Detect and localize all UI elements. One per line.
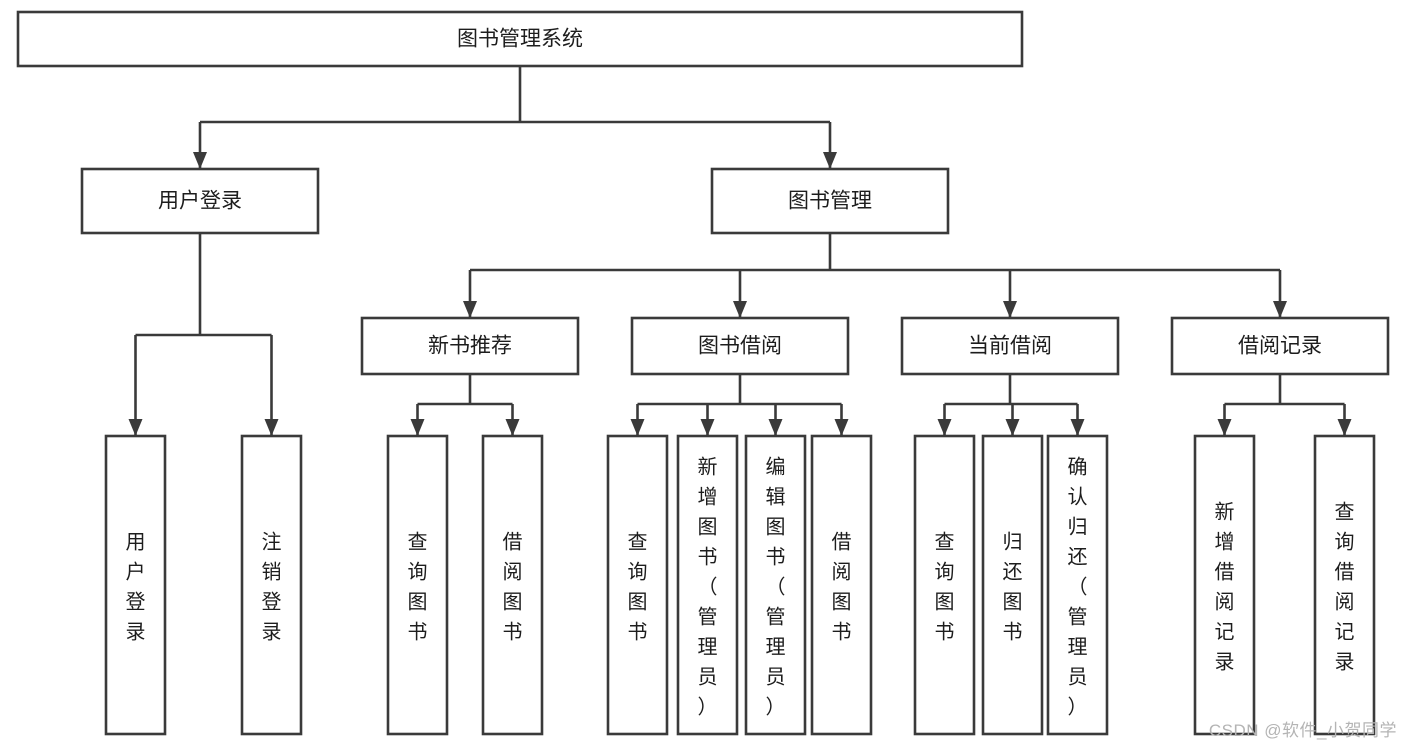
node-leaf-logout-login[interactable]: 注销登录 [240,434,303,736]
connector-arrowhead [768,419,783,436]
connector-arrowhead [1273,301,1287,318]
node-label: 查询图书 [935,530,955,643]
connector-arrowhead [1003,301,1017,318]
node-box[interactable] [810,434,873,736]
node-box[interactable] [676,434,739,736]
node-leaf-query-book-1[interactable]: 查询图书 [386,434,449,736]
node-box[interactable] [240,434,303,736]
connector-arrowhead [1070,419,1085,436]
node-box[interactable] [981,434,1044,736]
node-box[interactable] [386,434,449,736]
node-box[interactable] [1046,434,1109,736]
node-box[interactable] [630,316,850,376]
node-leaf-query-book-2[interactable]: 查询图书 [606,434,669,736]
node-user-login[interactable]: 用户登录 [80,167,320,235]
node-leaf-query-record[interactable]: 查询借阅记录 [1313,434,1376,736]
node-label: 新增图书（管理员） [698,455,718,718]
connector-arrowhead [1337,419,1352,436]
node-box[interactable] [710,167,950,235]
node-leaf-query-book-3[interactable]: 查询图书 [913,434,976,736]
node-leaf-user-login[interactable]: 用户登录 [104,434,167,736]
node-box[interactable] [913,434,976,736]
node-label: 新书推荐 [428,335,512,358]
connector-arrowhead [937,419,952,436]
node-box[interactable] [360,316,580,376]
node-leaf-add-book[interactable]: 新增图书（管理员） [676,434,739,736]
node-leaf-borrow-book-2[interactable]: 借阅图书 [810,434,873,736]
node-leaf-return-book[interactable]: 归还图书 [981,434,1044,736]
node-box[interactable] [16,10,1024,68]
csdn-watermark: CSDN @软件_小贺同学 [1208,721,1397,740]
connector-arrowhead [505,419,520,436]
node-borrow-record[interactable]: 借阅记录 [1170,316,1390,376]
connector-arrowhead [128,419,143,436]
node-root[interactable]: 图书管理系统 [16,10,1024,68]
connector-arrowhead [630,419,645,436]
connector-arrowhead [1005,419,1020,436]
node-label: 用户登录 [158,190,242,213]
connector-arrowhead [463,301,477,318]
node-label: 借阅图书 [832,530,852,643]
node-current-borrow[interactable]: 当前借阅 [900,316,1120,376]
node-box[interactable] [1170,316,1390,376]
node-box[interactable] [481,434,544,736]
node-box[interactable] [1193,434,1256,736]
connector-arrowhead [700,419,715,436]
node-label: 新增借阅记录 [1215,500,1235,673]
node-box[interactable] [606,434,669,736]
node-label: 确认归还（管理员） [1068,455,1088,718]
node-box[interactable] [80,167,320,235]
node-label: 图书借阅 [698,335,782,358]
node-leaf-add-record[interactable]: 新增借阅记录 [1193,434,1256,736]
node-label: 查询图书 [628,530,648,643]
node-label: 图书管理系统 [457,28,583,51]
connector-arrowhead [823,152,837,169]
node-label: 编辑图书（管理员） [766,455,786,718]
connector-arrowhead [1217,419,1232,436]
node-box[interactable] [104,434,167,736]
node-book-manage[interactable]: 图书管理 [710,167,950,235]
connector-arrowhead [733,301,747,318]
node-label: 用户登录 [126,531,146,643]
node-label: 借阅图书 [503,530,523,643]
node-leaf-edit-book[interactable]: 编辑图书（管理员） [744,434,807,736]
node-box[interactable] [1313,434,1376,736]
node-box[interactable] [900,316,1120,376]
node-leaf-confirm-return[interactable]: 确认归还（管理员） [1046,434,1109,736]
node-label: 查询借阅记录 [1335,500,1355,673]
node-book-borrow[interactable]: 图书借阅 [630,316,850,376]
connector-arrowhead [193,152,207,169]
node-new-book-recommend[interactable]: 新书推荐 [360,316,580,376]
node-label: 图书管理 [788,190,872,213]
node-box[interactable] [744,434,807,736]
connector-arrowhead [834,419,849,436]
node-label: 注销登录 [262,530,282,643]
node-label: 归还图书 [1003,530,1023,643]
node-label: 借阅记录 [1238,335,1322,358]
connector-arrowhead [264,419,279,436]
node-leaf-borrow-book-1[interactable]: 借阅图书 [481,434,544,736]
node-label: 当前借阅 [968,335,1052,358]
node-label: 查询图书 [408,530,428,643]
connector-arrowhead [410,419,425,436]
